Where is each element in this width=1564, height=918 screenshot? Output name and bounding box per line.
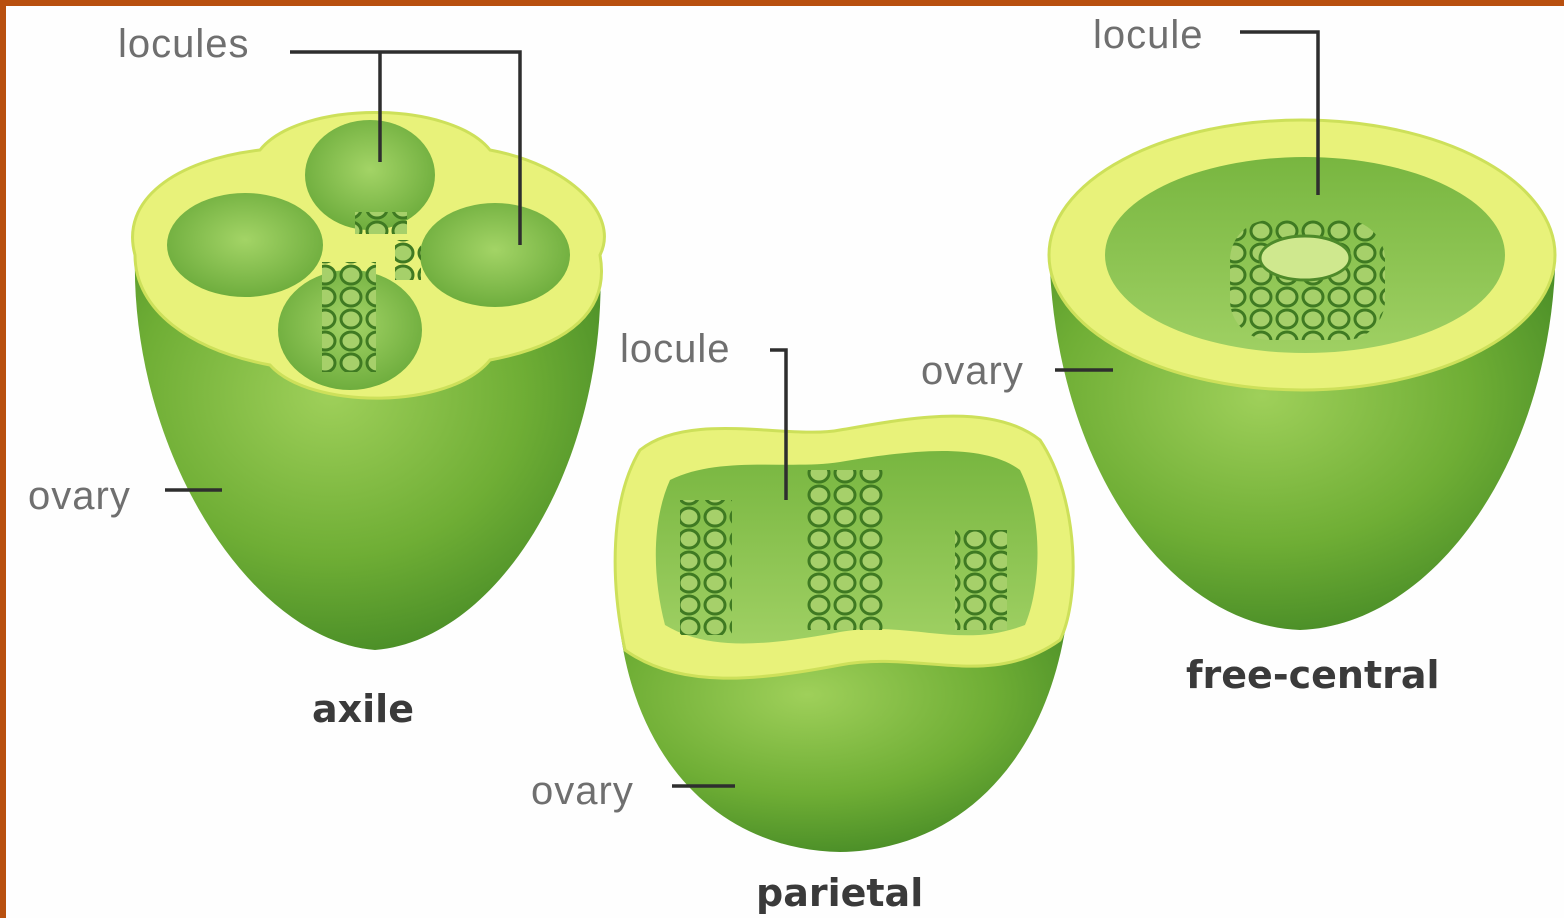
free-central-ovary (1049, 120, 1555, 630)
parietal-ovules-left (680, 500, 732, 635)
axile-title: axile (312, 690, 414, 728)
free-central-title: free-central (1186, 656, 1440, 694)
axile-ovary (133, 113, 605, 651)
parietal-locule-label: locule (620, 329, 731, 369)
free-central-locule-label: locule (1093, 15, 1204, 55)
axile-ovary-label: ovary (28, 476, 131, 516)
free-central-ovary-label: ovary (921, 351, 1024, 391)
axile-locules-label: locules (118, 24, 250, 64)
axile-locule-left (167, 193, 323, 297)
parietal-ovary-label: ovary (531, 771, 634, 811)
free-central-column-top (1260, 236, 1350, 280)
diagram-frame: locules ovary axile locule ovary parieta… (6, 6, 1564, 918)
parietal-ovules-center (806, 470, 884, 630)
axile-ovules-center (355, 212, 407, 234)
axile-locule-right (420, 203, 570, 307)
axile-ovules-side (395, 240, 421, 280)
parietal-title: parietal (756, 874, 923, 912)
parietal-ovules-right (955, 530, 1007, 630)
axile-ovules (322, 262, 376, 372)
placentation-diagram (6, 6, 1564, 918)
